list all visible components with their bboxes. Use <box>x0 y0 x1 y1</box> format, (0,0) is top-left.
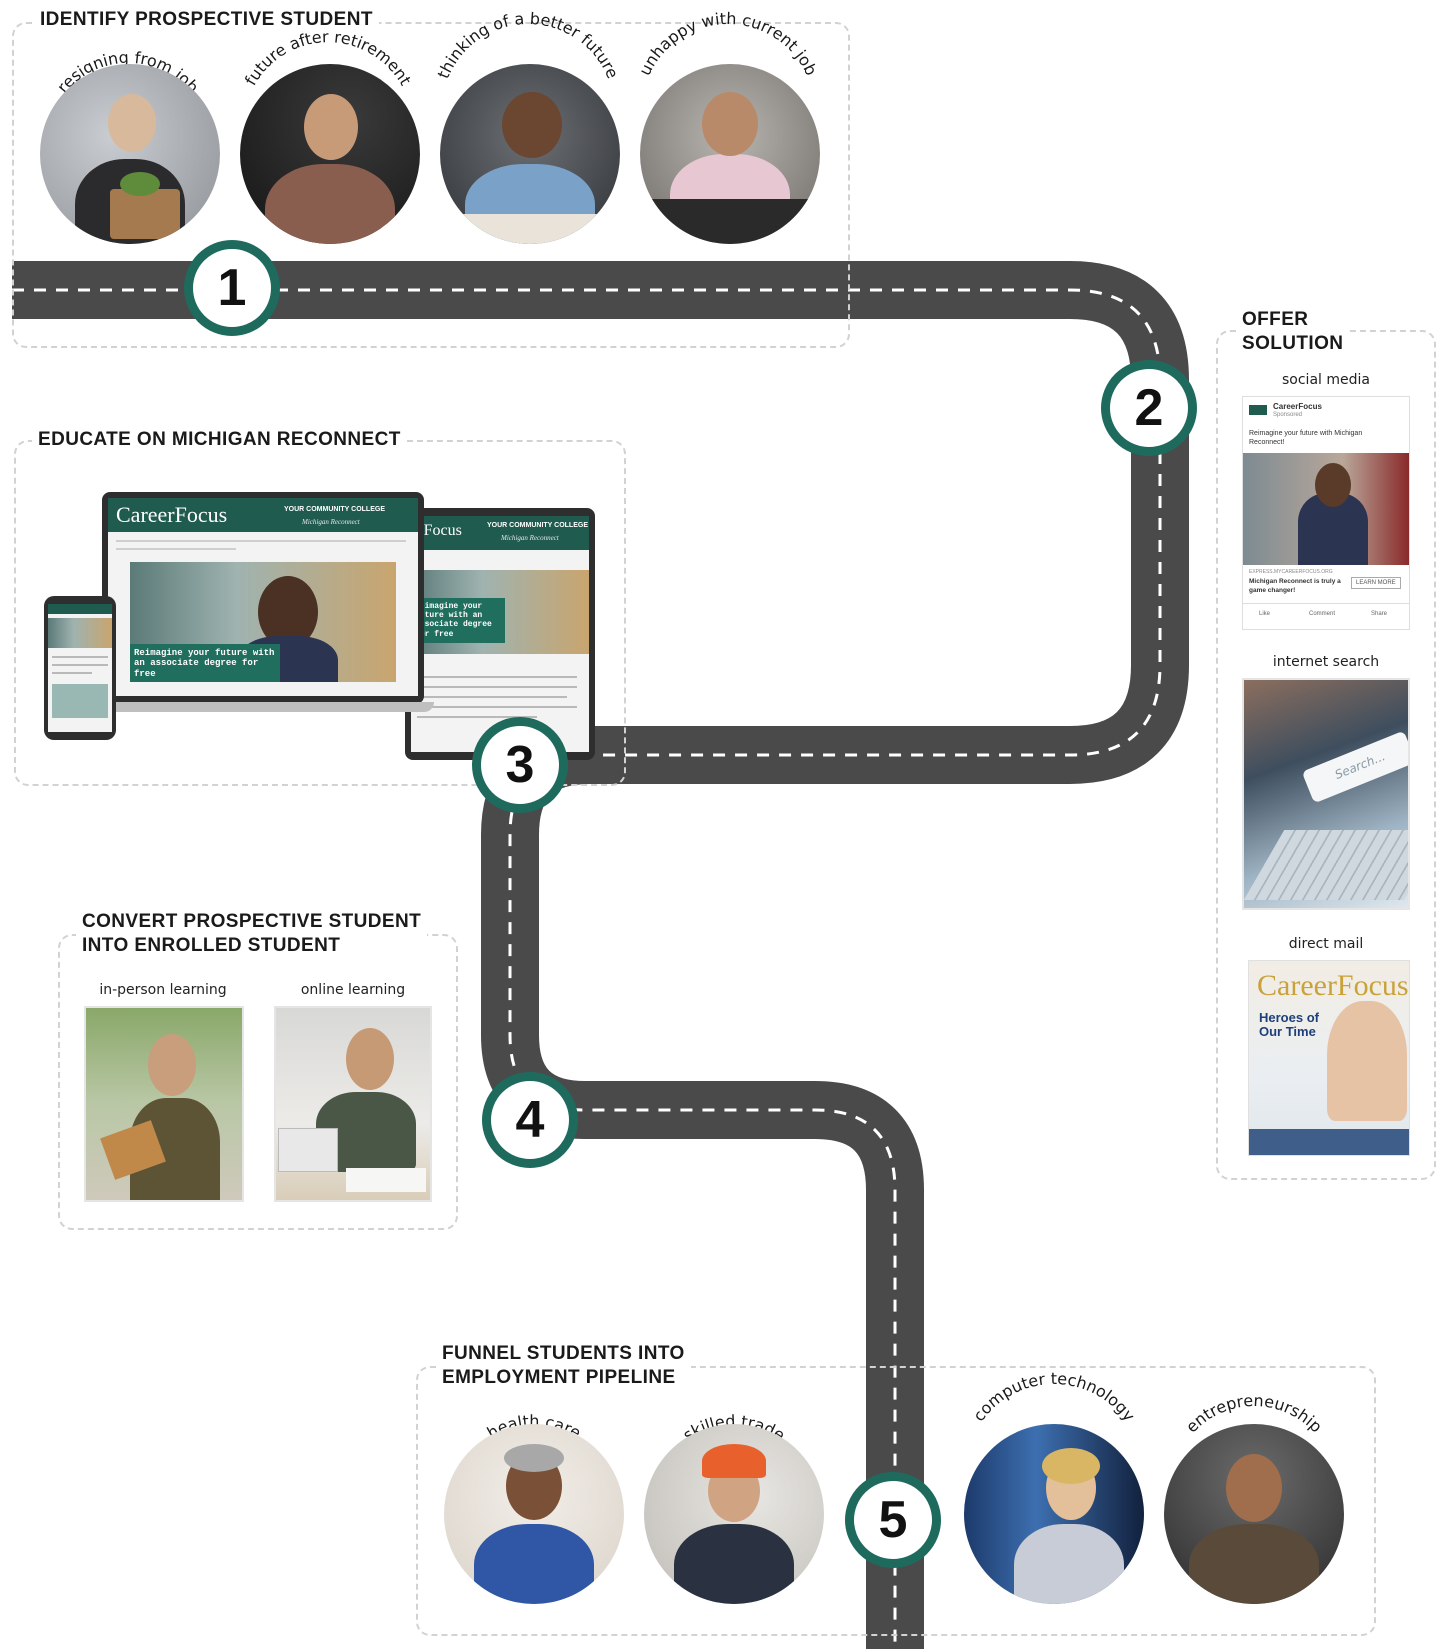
ad-avatar <box>1249 405 1267 415</box>
step-marker-2: 2 <box>1101 360 1197 456</box>
phone-text <box>52 664 108 666</box>
magazine-logo: CareerFocus <box>1257 969 1409 1002</box>
funnel-panel <box>416 1366 1376 1636</box>
offer-channel-search: internet search <box>1272 654 1380 670</box>
persona-photo-retirement <box>240 64 420 244</box>
laptop-nav <box>116 540 406 542</box>
tablet-college: YOUR COMMUNITY COLLEGE <box>487 522 588 529</box>
tablet-text <box>417 686 577 688</box>
ad-divider <box>1243 603 1409 604</box>
social-media-ad: CareerFocus Sponsored Reimagine your fut… <box>1242 396 1410 630</box>
notebook <box>346 1168 426 1192</box>
ad-url: EXPRESS.MYCAREERFOCUS.ORG <box>1249 569 1333 575</box>
ad-share-button[interactable]: Share <box>1371 611 1388 617</box>
magazine-photo-strip <box>1249 1129 1409 1155</box>
ad-headline: Michigan Reconnect is truly a game chang… <box>1249 578 1341 594</box>
laptop-hero: Reimagine your future with an associate … <box>130 562 396 682</box>
identify-title: IDENTIFY PROSPECTIVE STUDENT <box>34 8 379 32</box>
in-person-learning-photo <box>84 1006 244 1202</box>
direct-mail-magazine: CareerFocus Heroes of Our Time <box>1248 960 1410 1156</box>
ad-text: Reimagine your future with Michigan Reco… <box>1249 430 1363 446</box>
magazine-cover-person <box>1327 1001 1407 1121</box>
tablet-hero: Reimagine your future with an associate … <box>411 570 589 654</box>
step-marker-3: 3 <box>472 717 568 813</box>
laptop-hero-banner: Reimagine your future with an associate … <box>130 644 280 682</box>
tablet-program: Michigan Reconnect <box>501 534 559 542</box>
persona-photo-better-future <box>440 64 620 244</box>
convert-option-online: online learning <box>300 982 406 998</box>
laptop-program: Michigan Reconnect <box>302 518 360 526</box>
tablet-mockup: CareerFocus YOUR COMMUNITY COLLEGE Michi… <box>405 508 595 760</box>
career-photo-skilled-trade <box>644 1424 824 1604</box>
tablet-text <box>417 676 577 678</box>
student-head <box>148 1034 196 1096</box>
step-marker-1: 1 <box>184 240 280 336</box>
tablet-text <box>417 706 577 708</box>
laptop-site-logo: CareerFocus <box>116 502 228 527</box>
ad-photo <box>1243 453 1409 565</box>
persona-photo-unhappy <box>640 64 820 244</box>
ad-learn-more-button[interactable]: LEARN MORE <box>1351 577 1401 589</box>
funnel-title: FUNNEL STUDENTS INTO EMPLOYMENT PIPELINE <box>436 1342 691 1390</box>
laptop-college: YOUR COMMUNITY COLLEGE <box>284 506 385 513</box>
ad-like-button[interactable]: Like <box>1259 611 1271 617</box>
phone-text <box>52 656 108 658</box>
phone-text <box>52 672 92 674</box>
laptop <box>278 1128 338 1172</box>
educate-title: EDUCATE ON MICHIGAN RECONNECT <box>32 428 407 452</box>
laptop-mockup: CareerFocus YOUR COMMUNITY COLLEGE Michi… <box>102 492 424 704</box>
offer-title: OFFER SOLUTION <box>1236 308 1350 356</box>
tablet-text <box>417 696 567 698</box>
offer-channel-social: social media <box>1282 372 1370 388</box>
career-photo-entrepreneurship <box>1164 1424 1344 1604</box>
ad-brand: CareerFocus <box>1273 402 1322 411</box>
laptop-nav <box>116 548 236 550</box>
tablet-hero-banner: Reimagine your future with an associate … <box>411 598 505 643</box>
persona-photo-resigning <box>40 64 220 244</box>
step-marker-4: 4 <box>482 1072 578 1168</box>
convert-option-in-person: in-person learning <box>99 982 227 998</box>
career-photo-health-care <box>444 1424 624 1604</box>
phone-hero <box>48 618 112 648</box>
magazine-headline: Heroes of Our Time <box>1259 1010 1319 1039</box>
internet-search-photo: Search... <box>1242 678 1410 910</box>
student-head <box>346 1028 394 1090</box>
identify-panel <box>12 22 850 348</box>
tablet-text <box>417 716 537 718</box>
offer-channel-mail: direct mail <box>1288 936 1364 952</box>
phone-image <box>52 684 108 718</box>
step-marker-5: 5 <box>845 1472 941 1568</box>
convert-title: CONVERT PROSPECTIVE STUDENT INTO ENROLLE… <box>76 910 428 958</box>
online-learning-photo <box>274 1006 432 1202</box>
laptop-base <box>92 702 434 712</box>
career-photo-computer-technology <box>964 1424 1144 1604</box>
phone-mockup <box>44 596 116 740</box>
ad-comment-button[interactable]: Comment <box>1309 611 1336 617</box>
ad-sponsored: Sponsored <box>1273 412 1303 418</box>
phone-header <box>48 604 112 614</box>
